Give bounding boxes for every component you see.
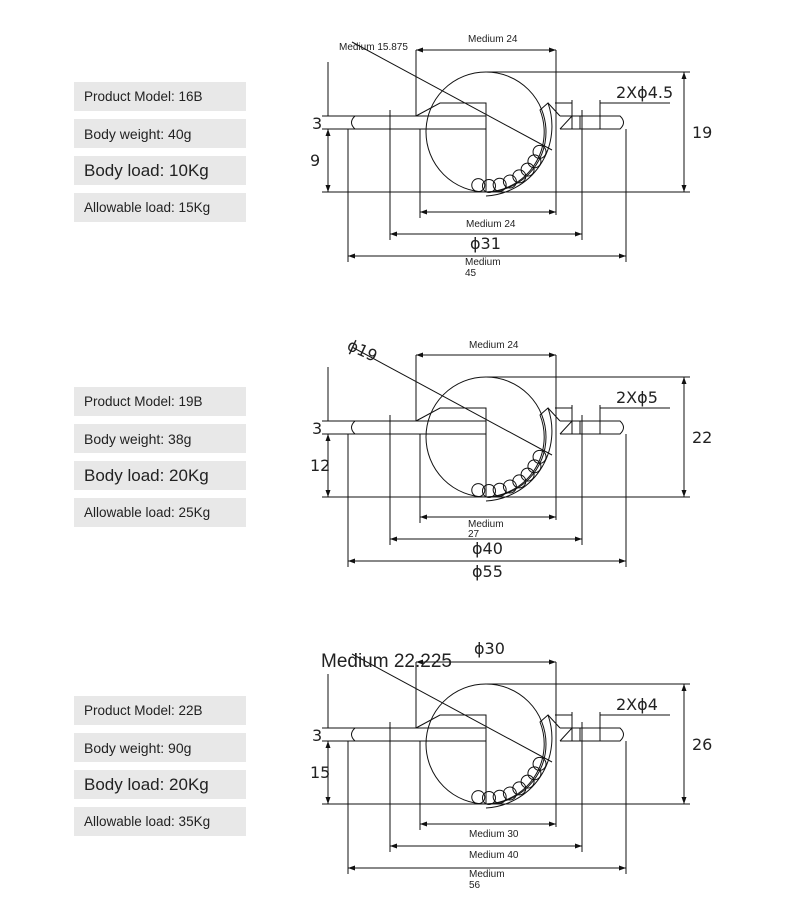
arrowhead — [325, 129, 331, 192]
bearing-ball — [512, 781, 527, 796]
outer-width-value: 56 — [469, 880, 481, 891]
spec-allowable: Allowable load: 35Kg — [74, 807, 246, 836]
bearing-ball — [471, 178, 486, 193]
outer-width-value: 45 — [465, 268, 477, 279]
top-width-label: ϕ30 — [474, 639, 505, 658]
bolt-circle-label: Medium 40 — [469, 850, 519, 861]
mounting-plate — [351, 727, 624, 742]
flange-thickness-label: 3 — [312, 726, 322, 745]
spec-allowable: Allowable load: 25Kg — [74, 498, 246, 527]
housing — [415, 102, 487, 192]
spec-weight: Body weight: 90g — [74, 733, 246, 762]
bearing-ball — [512, 474, 527, 489]
outer-width-label: ϕ55 — [472, 562, 503, 581]
top-width-label: Medium 24 — [468, 34, 518, 45]
total-height-label: 22 — [692, 428, 712, 447]
inner-width-label: Medium — [468, 519, 504, 530]
spec-load: Body load: 20Kg — [74, 461, 246, 490]
bearing-ball — [502, 479, 517, 494]
outer-width-label: Medium — [469, 869, 505, 880]
bearing-ball — [502, 174, 517, 189]
bearing-ball — [532, 756, 547, 771]
bearing-ball — [520, 774, 535, 789]
bearing-ball — [481, 178, 496, 193]
housing — [415, 714, 487, 804]
bearing-ball — [520, 162, 535, 177]
top-width-label: Medium 24 — [469, 340, 519, 351]
holes-label: 2Xϕ4.5 — [616, 83, 673, 102]
ball-diameter-label: Medium 22.225 — [321, 651, 452, 672]
bearing-ball — [492, 482, 507, 497]
bearing-ball — [481, 483, 496, 498]
holes-label: 2Xϕ4 — [616, 695, 658, 714]
holes-label: 2Xϕ5 — [616, 388, 658, 407]
flange-thickness-label: 3 — [312, 419, 322, 438]
total-height-label: 19 — [692, 123, 712, 142]
bearing-ball — [527, 459, 542, 474]
arrowhead — [325, 741, 331, 804]
arrowhead — [325, 434, 331, 497]
mounting-plate — [351, 420, 624, 435]
bolt-circle-label: ϕ40 — [472, 539, 503, 558]
depth-label: 12 — [310, 456, 330, 475]
bearing-ball — [502, 786, 517, 801]
depth-label: 9 — [310, 151, 320, 170]
depth-label: 15 — [310, 763, 330, 782]
bearing-ball — [520, 467, 535, 482]
flange-thickness-label: 3 — [312, 114, 322, 133]
spec-model: Product Model: 22B — [74, 696, 246, 725]
ball-diameter-label: Medium 15.875 — [339, 42, 408, 53]
total-height-label: 26 — [692, 735, 712, 754]
bearing-ball — [527, 766, 542, 781]
leader-line — [351, 346, 553, 456]
bearing-ball — [471, 483, 486, 498]
inner-width-value: 27 — [468, 529, 480, 540]
bearing-ball — [512, 169, 527, 184]
bearing-ball — [492, 789, 507, 804]
bearing-ball — [481, 790, 496, 805]
spec-load: Body load: 20Kg — [74, 770, 246, 799]
leader-line — [351, 653, 553, 763]
spec-model: Product Model: 16B — [74, 82, 246, 111]
spec-weight: Body weight: 40g — [74, 119, 246, 148]
bolt-circle-label: ϕ31 — [470, 234, 501, 253]
bearing-ball — [492, 177, 507, 192]
spec-model: Product Model: 19B — [74, 387, 246, 416]
spec-allowable: Allowable load: 15Kg — [74, 193, 246, 222]
bearing-ball — [471, 790, 486, 805]
outer-width-label: Medium — [465, 257, 501, 268]
housing — [415, 407, 487, 497]
spec-weight: Body weight: 38g — [74, 424, 246, 453]
mounting-plate — [351, 115, 624, 130]
spec-load: Body load: 10Kg — [74, 156, 246, 185]
ball-diameter-label: ϕ19 — [344, 335, 380, 365]
bearing-ball — [532, 144, 547, 159]
inner-width-label: Medium 30 — [469, 829, 519, 840]
bearing-ball — [532, 449, 547, 464]
inner-width-label: Medium 24 — [466, 219, 516, 230]
leader-line — [351, 41, 553, 151]
bearing-ball — [527, 154, 542, 169]
